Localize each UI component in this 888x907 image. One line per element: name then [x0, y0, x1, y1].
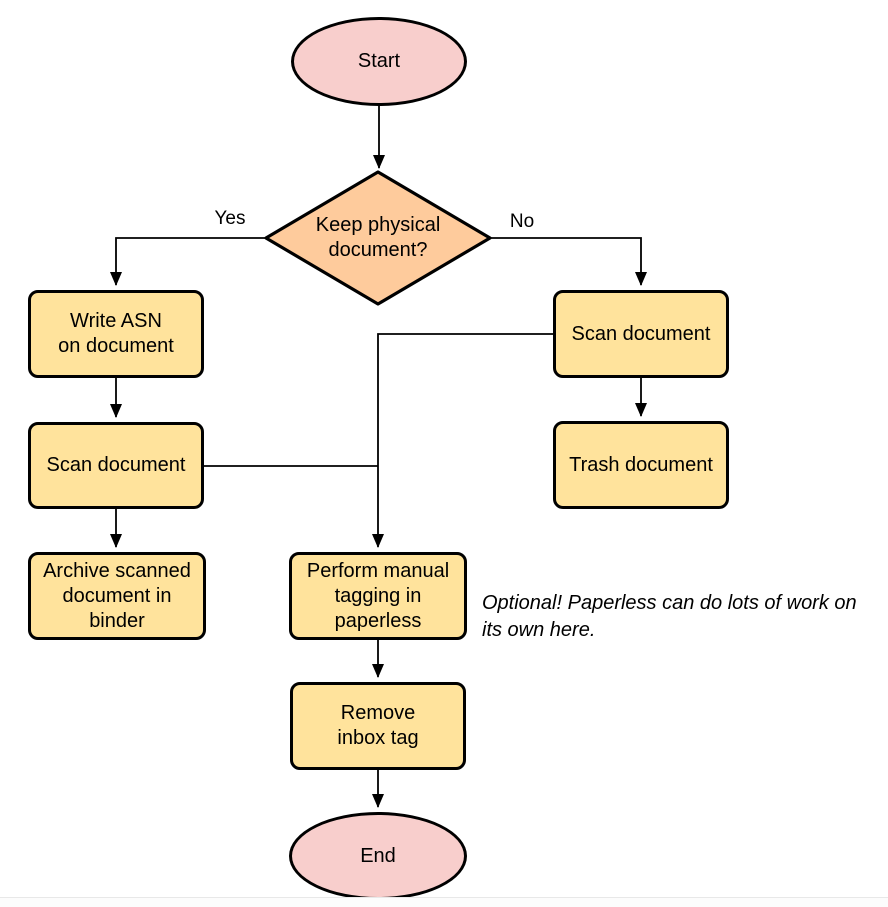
page-divider-line: [0, 897, 888, 898]
edge-scan-right-to-tagging: [372, 333, 553, 548]
node-scan-document-right-label: Scan document: [571, 322, 711, 345]
edge-label-no: No: [509, 211, 535, 232]
optional-note: Optional! Paperless can do lots of work …: [482, 592, 857, 641]
edge-label-yes: Yes: [214, 208, 246, 229]
edge-decision-no-to-scan-right: [490, 237, 647, 286]
node-remove-inbox-tag-label: Remove inbox tag: [337, 702, 419, 749]
node-scan-document-left-label: Scan document: [46, 454, 186, 476]
node-write-asn-label: Write ASN on document: [58, 310, 174, 357]
node-decision-label: Keep physical document?: [315, 214, 441, 261]
node-archive-scanned: Archive scanned document in binder: [28, 552, 206, 640]
decision-diamond-shape: [264, 170, 492, 306]
node-archive-scanned-label: Archive scanned document in binder: [43, 559, 191, 632]
node-manual-tagging-label: Perform manual tagging in paperless: [306, 559, 450, 632]
node-end: End: [289, 812, 467, 900]
node-scan-document-right: Scan document: [553, 290, 729, 378]
edge-decision-yes-to-write-asn: [110, 237, 266, 286]
node-scan-document-left: Scan document: [28, 422, 204, 509]
node-manual-tagging: Perform manual tagging in paperless: [289, 552, 467, 640]
node-start: Start: [291, 17, 467, 106]
node-start-label: Start: [357, 50, 401, 72]
node-trash-document: Trash document: [553, 421, 729, 509]
node-write-asn: Write ASN on document: [28, 290, 204, 378]
node-trash-document-label: Trash document: [569, 453, 713, 476]
node-remove-inbox-tag: Remove inbox tag: [290, 682, 466, 770]
node-end-label: End: [360, 844, 396, 867]
page-below-area: [0, 898, 888, 907]
